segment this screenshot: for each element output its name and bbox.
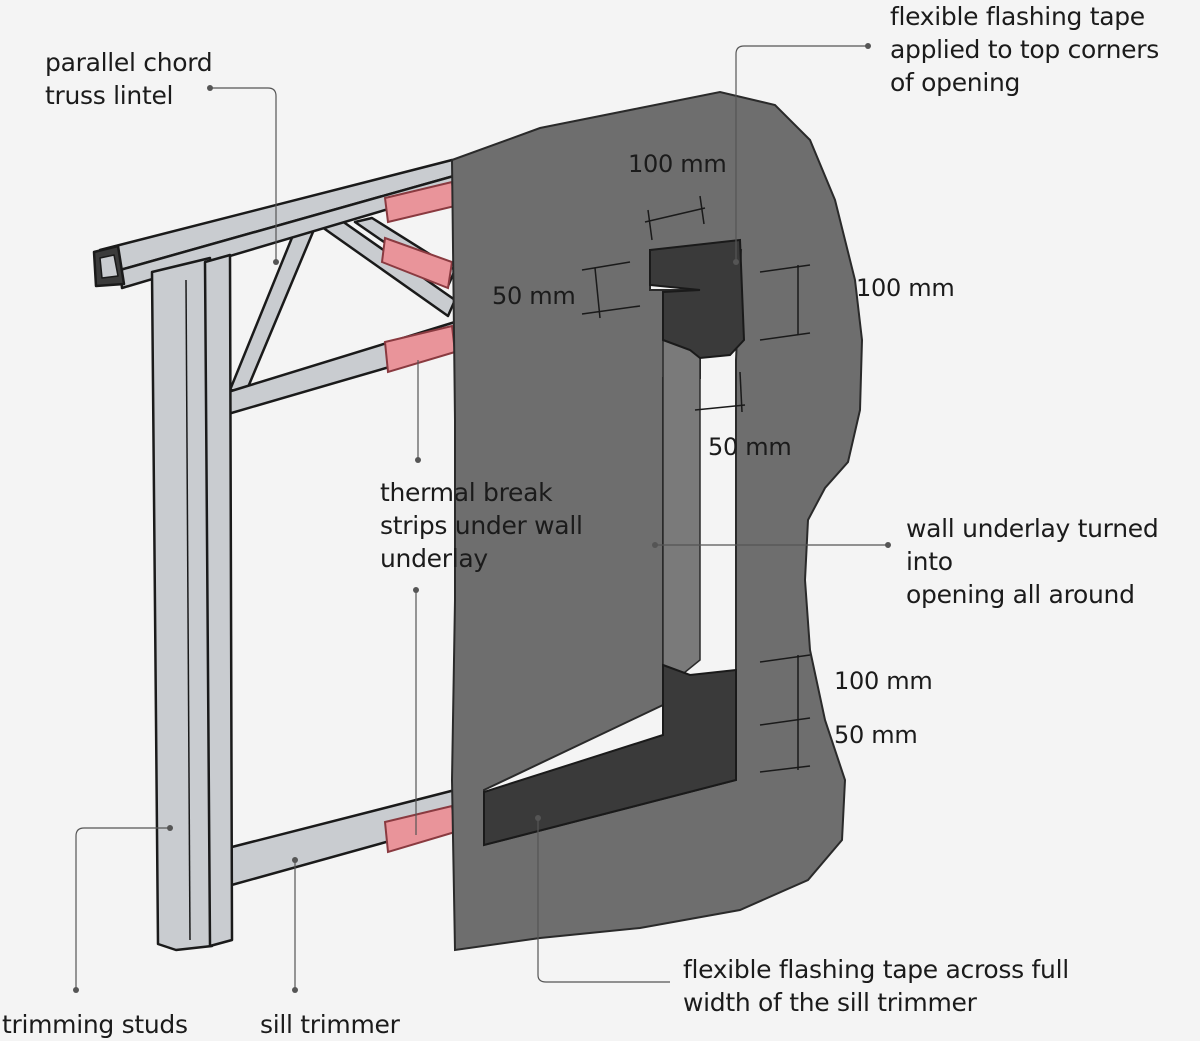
- label-thermal-break: thermal break strips under wall underlay: [380, 478, 583, 573]
- thermal-strip-3: [383, 324, 457, 374]
- label-truss-lintel: parallel chord truss lintel: [45, 48, 213, 110]
- trimming-stud-outer: [150, 256, 214, 952]
- leader-flashing-sill: [537, 818, 670, 983]
- thermal-break-strips: [380, 180, 457, 854]
- label-flashing-sill: flexible flashing tape across full width…: [683, 955, 1069, 1017]
- underlay-reveal-left: [662, 328, 701, 692]
- thermal-strip-2: [380, 236, 454, 290]
- dim-top-left: 50 mm: [492, 282, 576, 310]
- dim-under-corner: 50 mm: [708, 433, 792, 461]
- dimension-marks: [581, 195, 811, 773]
- dim-top-horizontal: 100 mm: [628, 150, 727, 178]
- label-flashing-top: flexible flashing tape applied to top co…: [890, 2, 1159, 97]
- trimming-stud-inner: [203, 253, 234, 948]
- leader-truss-lintel: [210, 87, 277, 262]
- leader-lines: [75, 45, 888, 990]
- dim-right-upper: 100 mm: [856, 274, 955, 302]
- timber-frame: [92, 158, 470, 952]
- flashing-tape-top-corner: [649, 238, 746, 360]
- dim-right-lower-1: 100 mm: [834, 667, 933, 695]
- leader-flashing-top: [735, 45, 868, 262]
- dim-right-lower-2: 50 mm: [834, 721, 918, 749]
- leader-trimming-studs: [75, 827, 170, 990]
- label-sill-trimmer: sill trimmer: [260, 1010, 400, 1039]
- flashing-tapes: [483, 238, 746, 847]
- label-trimming-studs: trimming studs: [2, 1010, 188, 1039]
- flashing-tape-sill: [483, 663, 737, 847]
- label-wall-underlay: wall underlay turned into opening all ar…: [906, 514, 1159, 609]
